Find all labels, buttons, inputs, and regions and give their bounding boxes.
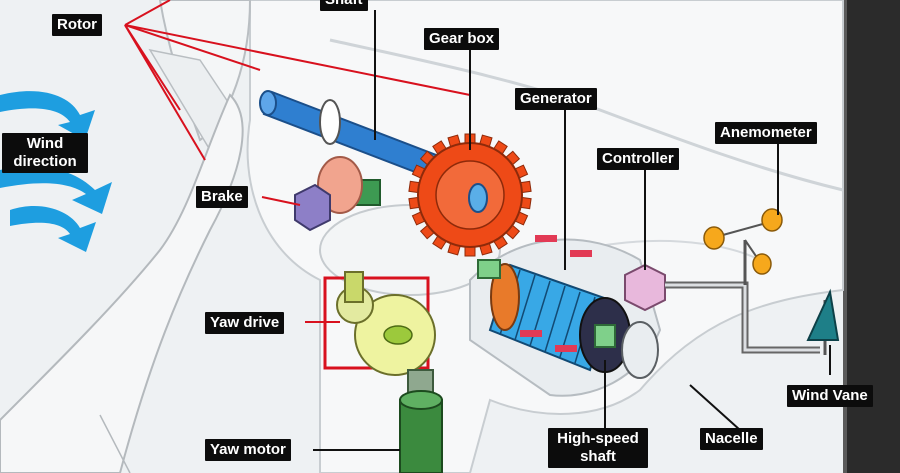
anemometer-icon xyxy=(703,208,783,285)
label-nacelle: Nacelle xyxy=(700,428,763,450)
label-brake: Brake xyxy=(196,186,248,208)
label-shaft: Shaft xyxy=(320,0,368,11)
leader-lines xyxy=(124,0,471,323)
wind-arrow-icon xyxy=(0,91,112,252)
label-yaw-drive: Yaw drive xyxy=(205,312,285,334)
generator xyxy=(477,235,659,379)
yaw-motor xyxy=(399,369,443,473)
label-yaw-motor: Yaw motor xyxy=(205,439,291,461)
label-wind-direction: Wind direction xyxy=(2,133,88,173)
label-anemometer: Anemometer xyxy=(715,122,817,144)
label-wind-vane: Wind Vane xyxy=(787,385,873,407)
label-high-speed-shaft: High-speed shaft xyxy=(548,428,648,468)
label-generator: Generator xyxy=(515,88,597,110)
label-controller: Controller xyxy=(597,148,679,170)
label-rotor: Rotor xyxy=(52,14,102,36)
brake xyxy=(294,156,381,232)
gear-icon xyxy=(408,133,532,257)
label-gear-box: Gear box xyxy=(424,28,500,50)
wind-vane-icon xyxy=(806,288,840,355)
